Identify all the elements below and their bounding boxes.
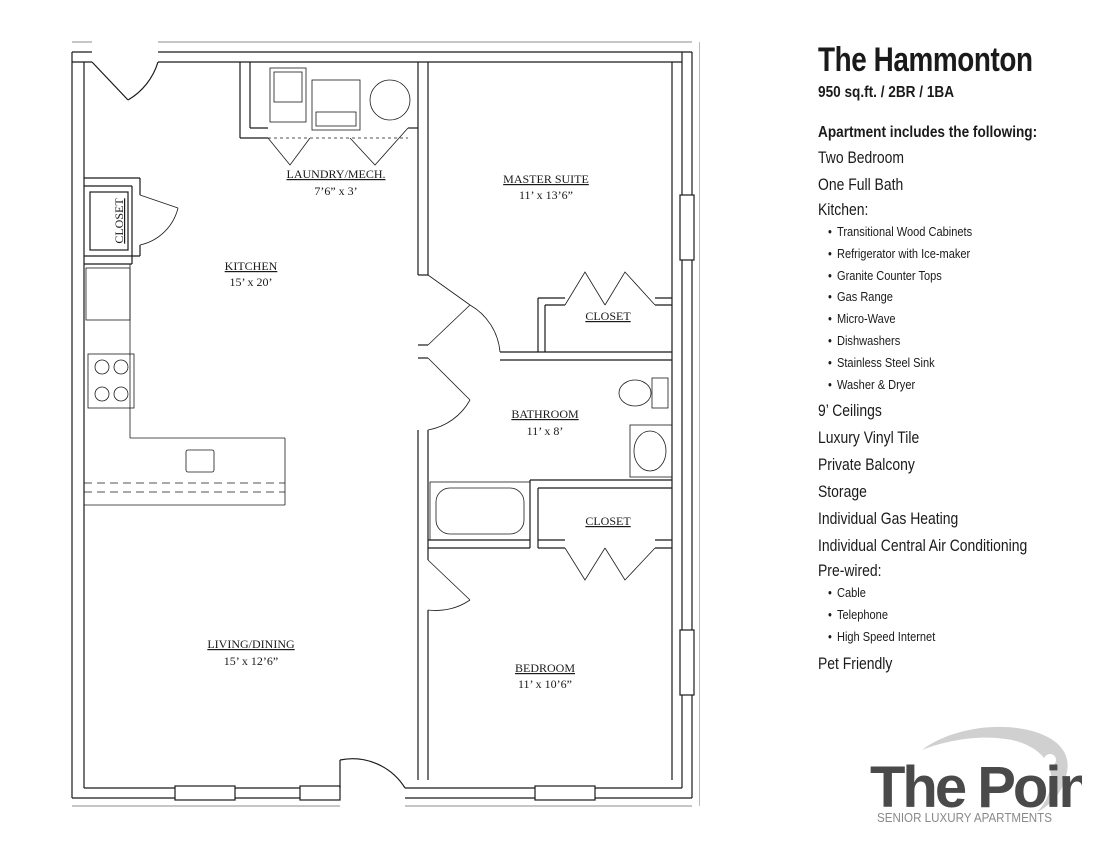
feature-subitem: Refrigerator with Ice-maker [828,243,1049,265]
master-dim: 11’ x 13’6” [519,188,573,202]
room-labels: LAUNDRY/MECH. 7’6” x 3’ MASTER SUITE 11’… [112,167,631,691]
feature-sublist: Transitional Wood CabinetsRefrigerator w… [828,221,1088,395]
laundry-dim: 7’6” x 3’ [314,184,357,198]
feature-item: 9’ Ceilings [818,401,882,421]
living-dim: 15’ x 12’6” [224,654,278,668]
laundry-label: LAUNDRY/MECH. [286,167,385,181]
kitchen-counters [84,264,286,506]
feature-item: Kitchen: [818,200,869,219]
left-closet-label: CLOSET [112,198,126,244]
feature-item: One Full Bath [818,175,904,194]
feature-subitem: Gas Range [828,286,1049,308]
bedroom-dim: 11’ x 10’6” [518,677,572,691]
the-point-logo: The Point SENIOR LUXURY APARTMENTS [870,726,1082,825]
feature-subitem: Stainless Steel Sink [828,352,1049,374]
kitchen-dim: 15’ x 20’ [229,275,272,289]
feature-subitem: Transitional Wood Cabinets [828,221,1049,243]
listing-subtitle: 950 sq.ft. / 2BR / 1BA [818,84,955,101]
includes-heading: Apartment includes the following: [818,124,1038,141]
feature-subitem: Cable [828,582,1049,604]
logo-name: The Point [870,755,1082,820]
bedroom-closet-label: CLOSET [585,514,631,528]
logo-dot [1044,754,1056,766]
feature-subitem: Telephone [828,604,1049,626]
washer-dryer [269,67,411,131]
feature-item: Luxury Vinyl Tile [818,428,920,448]
door-swings [139,127,656,611]
bath-fixtures [429,377,673,541]
bathroom-dim: 11’ x 8’ [527,424,564,438]
feature-subitem: High Speed Internet [828,626,1049,648]
bathroom-label: BATHROOM [511,407,579,421]
exterior-walls [71,51,693,799]
feature-item: Pet Friendly [818,653,893,673]
floor-plan: LAUNDRY/MECH. 7’6” x 3’ MASTER SUITE 11’… [71,41,700,807]
feature-subitem: Granite Counter Tops [828,265,1049,287]
feature-subitem: Washer & Dryer [828,374,1049,396]
feature-item: Individual Gas Heating [818,509,959,529]
listing-title: The Hammonton [818,41,1033,79]
feature-item: Two Bedroom [818,148,905,167]
sill-hatching [72,41,700,807]
bedroom-label: BEDROOM [515,661,575,675]
entry-door [91,61,159,101]
feature-item: Storage [818,482,867,502]
master-label: MASTER SUITE [503,172,589,186]
feature-sublist: CableTelephoneHigh Speed Internet [828,582,1088,647]
feature-subitem: Micro-Wave [828,308,1049,330]
master-closet-label: CLOSET [585,309,631,323]
living-label: LIVING/DINING [207,637,295,651]
feature-subitem: Dishwashers [828,330,1049,352]
balcony-door [339,758,406,789]
logo-tagline: SENIOR LUXURY APARTMENTS [877,810,1052,825]
feature-item: Private Balcony [818,455,915,475]
kitchen-label: KITCHEN [225,259,278,273]
feature-item: Pre-wired: [818,561,882,581]
windows [174,194,695,801]
feature-item: Individual Central Air Conditioning [818,536,1028,556]
listing-info: The Hammonton 950 sq.ft. / 2BR / 1BA Apa… [818,40,1088,677]
